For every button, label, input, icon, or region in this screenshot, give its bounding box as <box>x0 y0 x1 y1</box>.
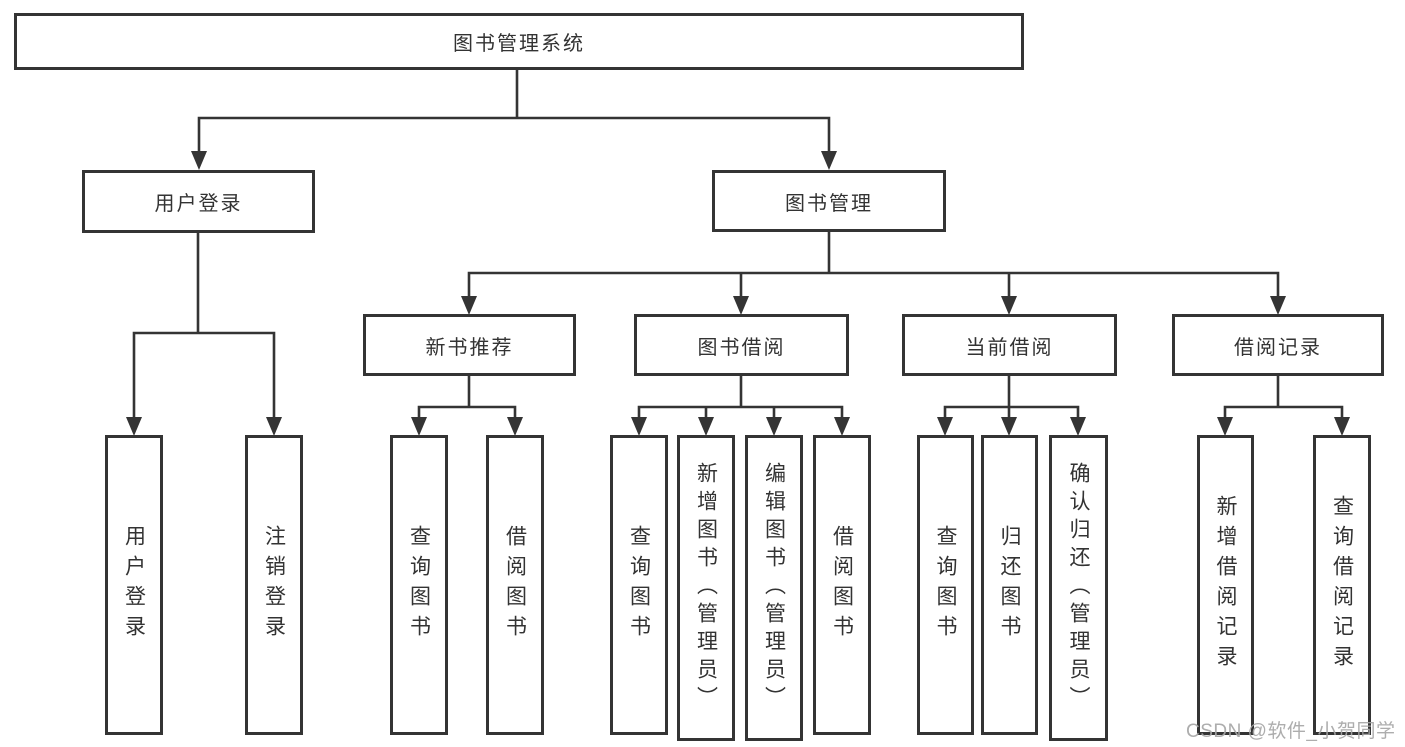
arrowhead <box>631 417 647 436</box>
leaf-query-borrow-record: 查询借阅记录 <box>1313 435 1371 735</box>
leaf-label: 新增图书（管理员） <box>694 462 718 714</box>
connector-current-borrow <box>943 374 1080 421</box>
leaf-add-book-admin: 新增图书（管理员） <box>677 435 735 741</box>
arrowhead <box>733 296 749 315</box>
leaf-label: 编辑图书（管理员） <box>762 462 786 714</box>
node-book-management-label: 图书管理 <box>785 192 873 215</box>
leaf-label: 查询图书 <box>407 525 431 645</box>
node-current-borrow-label: 当前借阅 <box>965 336 1054 359</box>
node-book-borrow: 图书借阅 <box>634 314 849 376</box>
arrowhead <box>1001 296 1017 315</box>
arrowhead <box>461 296 477 315</box>
arrowhead <box>1001 417 1017 436</box>
leaf-edit-book-admin: 编辑图书（管理员） <box>745 435 803 741</box>
leaf-label: 查询借阅记录 <box>1330 495 1354 675</box>
leaf-confirm-return-admin: 确认归还（管理员） <box>1049 435 1108 741</box>
csdn-watermark: CSDN @软件_小贺同学 <box>1186 721 1396 742</box>
arrowhead <box>698 417 714 436</box>
arrowhead <box>766 417 782 436</box>
arrowhead <box>191 151 207 170</box>
leaf-label: 确认归还（管理员） <box>1067 462 1090 714</box>
leaf-query-book-borrow: 查询图书 <box>610 435 668 735</box>
leaf-label: 用户登录 <box>122 525 146 645</box>
leaf-label: 新增借阅记录 <box>1214 495 1237 675</box>
leaf-user-login: 用户登录 <box>105 435 163 735</box>
arrowhead <box>411 417 427 436</box>
node-root: 图书管理系统 <box>14 13 1024 70</box>
leaf-label: 查询图书 <box>934 525 957 645</box>
leaf-return-book: 归还图书 <box>981 435 1038 735</box>
node-new-book-recommend: 新书推荐 <box>363 314 576 376</box>
node-user-login-label: 用户登录 <box>154 193 243 215</box>
node-user-login: 用户登录 <box>82 170 315 233</box>
connector-new-book-recommend <box>417 374 517 421</box>
leaf-label: 注销登录 <box>262 525 286 645</box>
arrowhead <box>1334 417 1350 436</box>
arrowhead <box>1270 296 1286 315</box>
connector-borrow-records <box>1223 374 1344 421</box>
arrowhead <box>937 417 953 436</box>
connector-book-borrow <box>637 374 844 421</box>
arrowhead <box>821 151 837 170</box>
leaf-query-book-current: 查询图书 <box>917 435 974 735</box>
leaf-query-book-recommend: 查询图书 <box>390 435 448 735</box>
leaf-add-borrow-record: 新增借阅记录 <box>1197 435 1254 735</box>
leaf-label: 归还图书 <box>998 525 1021 645</box>
arrowhead <box>1070 417 1086 436</box>
connector-group <box>132 68 1344 421</box>
leaf-label: 查询图书 <box>627 525 651 645</box>
arrowhead <box>834 417 850 436</box>
arrowhead <box>507 417 523 436</box>
node-borrow-records-label: 借阅记录 <box>1234 336 1322 359</box>
connector-book-management <box>467 230 1280 300</box>
node-root-label: 图书管理系统 <box>453 33 585 55</box>
arrowhead <box>126 417 142 436</box>
leaf-borrow-book-recommend: 借阅图书 <box>486 435 544 735</box>
leaf-label: 借阅图书 <box>830 525 854 645</box>
connector-user-login <box>132 231 276 421</box>
node-book-borrow-label: 图书借阅 <box>697 336 786 359</box>
node-current-borrow: 当前借阅 <box>902 314 1117 376</box>
arrowhead <box>266 417 282 436</box>
node-new-book-recommend-label: 新书推荐 <box>425 336 514 359</box>
node-book-management: 图书管理 <box>712 170 946 232</box>
node-borrow-records: 借阅记录 <box>1172 314 1384 376</box>
leaf-label: 借阅图书 <box>503 525 527 645</box>
leaf-borrow-book: 借阅图书 <box>813 435 871 735</box>
connector-root <box>197 68 831 156</box>
arrowheads <box>126 151 1350 436</box>
leaf-logout: 注销登录 <box>245 435 303 735</box>
arrowhead <box>1217 417 1233 436</box>
